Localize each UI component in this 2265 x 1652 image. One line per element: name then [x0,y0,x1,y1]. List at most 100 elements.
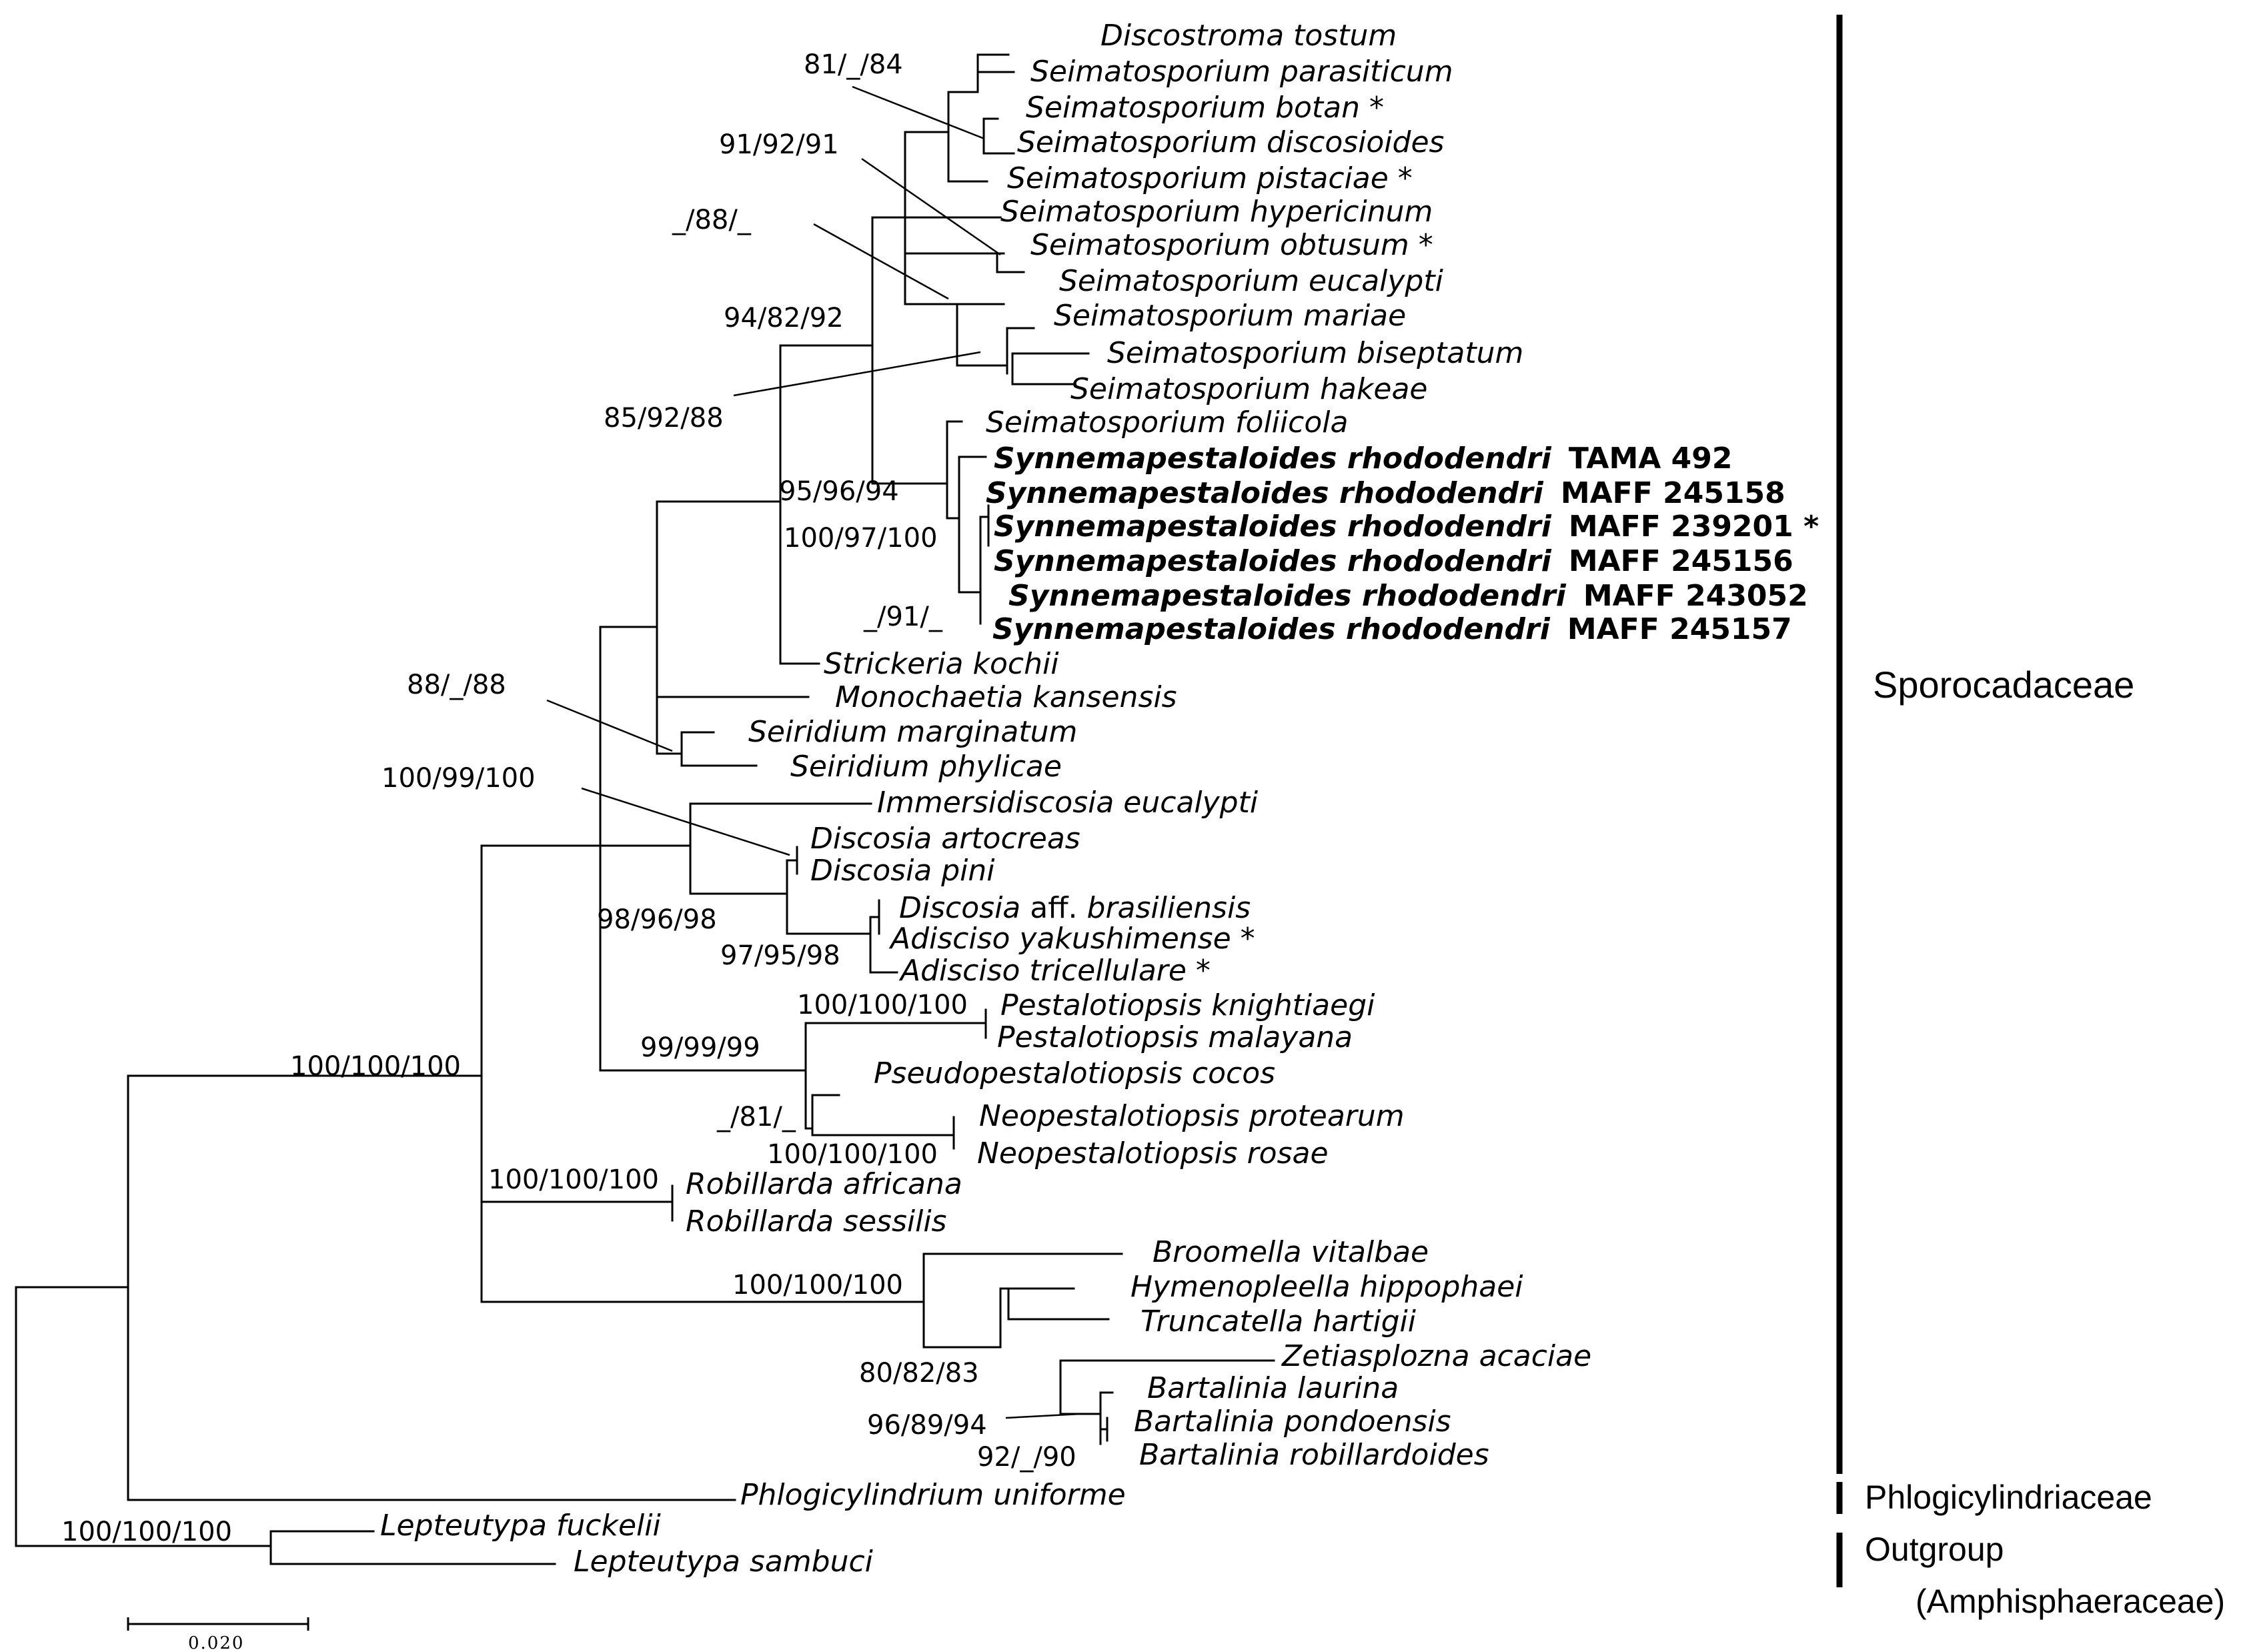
support-value: 100/100/100 [797,990,968,1020]
discosia-branch [786,859,872,935]
taxon-label: Synnemapestaloides rhododendri MAFF 24515… [986,476,1785,510]
discosia-group-branch [689,802,872,895]
discostroma-branch [976,53,1015,93]
seimatosporium-core-branch [871,216,948,485]
support-value: 97/95/98 [720,940,840,971]
taxon-label: Robillarda africana [686,1167,962,1201]
support-value: 85/92/88 [604,403,724,434]
support-values: 81/_/8491/92/91_/88/_94/82/9285/92/8895/… [61,49,1076,1547]
leader-line [813,223,949,300]
taxon-name: Synnemapestaloides rhododendri [994,442,1552,476]
taxon-name: Robillarda africana [686,1167,962,1201]
taxon-name: Lepteutypa sambuci [574,1545,874,1579]
taxon-accession: MAFF 243052 [1583,579,1808,613]
taxon-accession: MAFF 245158 [1561,476,1785,510]
taxon-label: Hymenopleella hippophaei [1130,1270,1523,1304]
seimatosporium-mid-node [904,252,1008,367]
support-value: 100/100/100 [290,1051,461,1082]
taxon-name: Hymenopleella hippophaei [1130,1270,1523,1304]
taxon-label: Seiridium marginatum [748,715,1077,749]
leader-line [733,351,981,397]
taxon-name: Robillarda sessilis [686,1204,946,1238]
taxon-label: Pestalotiopsis malayana [997,1020,1353,1054]
family-label-outgroup-family: (Amphisphaeraceae) [1916,1583,2225,1620]
adisciso-branch [869,916,898,974]
taxon-label: Seimatosporium hypericinum [1000,195,1433,229]
taxon-label: Broomella vitalbae [1153,1235,1429,1269]
support-value: 100/99/100 [382,763,536,794]
support-value: 95/96/94 [779,476,899,507]
taxon-name: Seimatosporium discosioides [1017,125,1444,159]
taxon-name: Bartalinia pondoensis [1134,1405,1451,1439]
taxon-accession: MAFF 239201 * [1569,510,1819,544]
taxon-name: Seimatosporium parasiticum [1030,55,1453,89]
taxon-label: Zetiasplozna acaciae [1281,1339,1591,1373]
support-value: 100/97/100 [784,523,938,554]
taxon-accession: TAMA 492 [1569,442,1733,476]
support-leader-lines [546,85,1081,1419]
seimatosporium-biseptatum-branch [1011,352,1090,385]
taxon-name: Discosia pini [810,854,995,888]
synnemapestaloides-sub-branch [979,516,990,625]
taxon-name: Synnemapestaloides rhododendri [986,476,1544,510]
support-value: 80/82/83 [859,1358,979,1389]
leader-line [852,85,985,140]
support-value: 96/89/94 [867,1410,987,1441]
taxon-name: Immersidiscosia eucalypti [877,786,1259,820]
taxon-name: Zetiasplozna acaciae [1281,1339,1591,1373]
taxon-label: Synnemapestaloides rhododendri TAMA 492 [994,442,1732,476]
support-value: 98/96/98 [597,904,717,935]
support-value: 94/82/92 [724,303,844,333]
taxon-label: Neopestalotiopsis rosae [977,1136,1329,1170]
taxon-name: Broomella vitalbae [1153,1235,1429,1269]
taxon-label: Bartalinia pondoensis [1134,1405,1451,1439]
support-value: 100/100/100 [767,1139,938,1170]
family-label-phlogicylindriaceae: Phlogicylindriaceae [1865,1479,2152,1516]
taxon-label: Seimatosporium foliicola [986,405,1348,440]
taxon-label: Neopestalotiopsis protearum [979,1099,1405,1133]
taxon-marker: * [1187,954,1211,988]
support-value: 88/_/88 [407,670,506,700]
taxon-name: Seimatosporium foliicola [986,405,1348,440]
taxon-label: Seimatosporium mariae [1054,299,1406,333]
taxon-label: Seimatosporium biseptatum [1107,336,1523,370]
taxon-name: Pestalotiopsis malayana [997,1020,1353,1054]
outgroup-branch [269,1530,556,1565]
taxon-name: Bartalinia robillardoides [1139,1438,1489,1472]
seimatosporium-mariae-branch [1006,327,1035,375]
family-label-outgroup: Outgroup [1865,1531,2004,1568]
taxon-name: Truncatella hartigii [1141,1305,1417,1339]
taxon-label: Adisciso tricellulare * [898,954,1211,988]
taxon-label: Strickeria kochii [824,647,1059,681]
seimatosporium-big-branch [779,344,874,665]
taxon-qualifier: aff. [1020,891,1086,925]
taxon-accession: MAFF 245157 [1567,612,1792,646]
leader-line [1005,1413,1081,1419]
taxon-name: Phlogicylindrium uniforme [740,1478,1126,1512]
taxon-label: Truncatella hartigii [1141,1305,1417,1339]
taxon-name: Bartalinia laurina [1147,1371,1399,1405]
taxon-accession: MAFF 245156 [1569,544,1793,578]
taxon-name: Adisciso yakushimense [888,922,1231,956]
taxon-label: Seimatosporium eucalypti [1059,264,1444,298]
root-branch [15,1286,272,1547]
taxon-name: Seimatosporium mariae [1054,299,1406,333]
taxon-name: Strickeria kochii [824,647,1059,681]
mid-node-branch [599,626,807,1072]
taxon-label: Discostroma tostum [1100,19,1397,53]
hymenopleella-truncatella-branch [1007,1287,1110,1321]
support-value: 100/100/100 [732,1270,903,1301]
taxon-name: Seimatosporium botan [1026,91,1360,125]
taxon-label: Lepteutypa sambuci [574,1545,874,1579]
scale-bar-label: 0.020 [188,1633,244,1652]
support-value: 100/100/100 [61,1517,232,1547]
support-value: 91/92/91 [719,129,839,160]
tree-branches [15,53,1275,1565]
leader-line [546,699,673,752]
seimatosporium-obtusum-branch [996,252,1025,273]
support-value: _/88/_ [672,205,752,235]
